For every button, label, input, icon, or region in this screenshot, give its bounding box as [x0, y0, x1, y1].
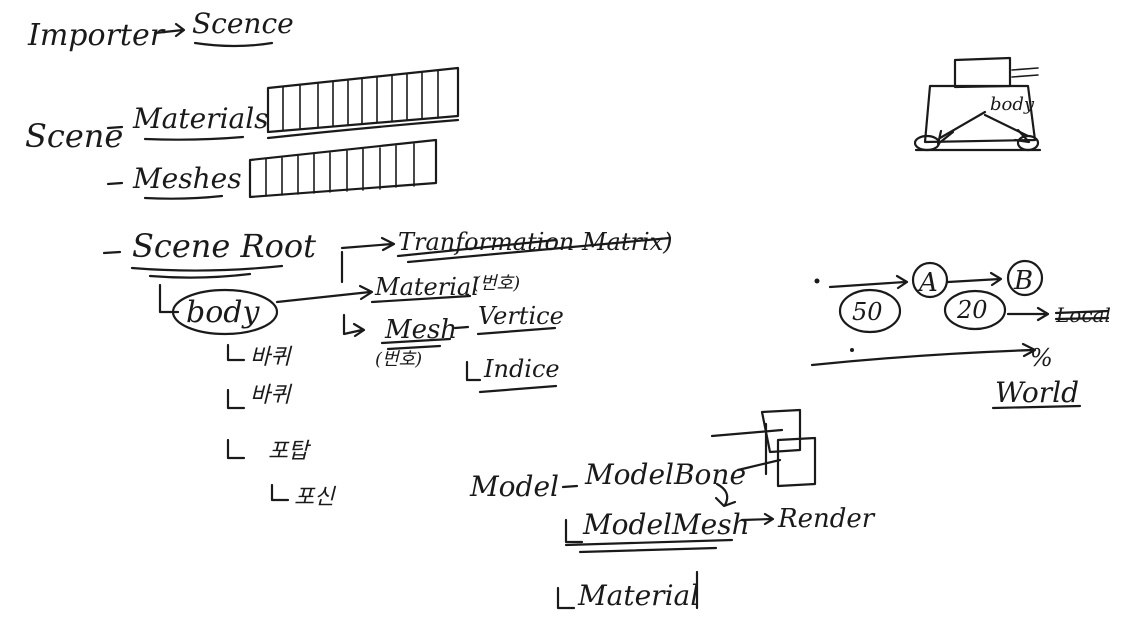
- vertice-label: Vertice: [478, 302, 564, 330]
- transform-chain: A B 50 20 Local % World: [810, 259, 1111, 410]
- scene-root-label: Scene Root: [132, 227, 316, 265]
- body-arrow: [275, 284, 374, 304]
- meshes-label: Meshes: [132, 162, 242, 195]
- model-mesh-underline: [564, 538, 734, 554]
- transformation-underline: [396, 236, 672, 264]
- indice-label: Indice: [483, 355, 560, 383]
- body-node: body: [171, 288, 279, 336]
- mesh-branch: [342, 313, 366, 338]
- tank-sketch: body: [913, 56, 1042, 152]
- local-scribble: [1054, 309, 1110, 321]
- value-20-label: 20: [956, 296, 988, 324]
- scene-label: Scene: [25, 117, 123, 155]
- child-node-3: 포탑: [226, 438, 311, 464]
- node-bracket: [340, 236, 396, 284]
- world-label: World: [995, 376, 1079, 409]
- indice-branch: [465, 360, 482, 382]
- meshes-underline: [143, 194, 224, 200]
- scene-title-underline: [193, 41, 274, 48]
- model-mesh-label: ModelMesh: [582, 508, 750, 541]
- child-1-label: 바퀴: [250, 345, 293, 370]
- materials-underline: [143, 135, 245, 141]
- body-label: body: [186, 295, 260, 330]
- mesh-index-label: (번호): [375, 349, 422, 370]
- child-node-1: 바퀴: [226, 343, 293, 370]
- dash: [561, 484, 579, 489]
- bone-curl-arrow: [714, 482, 737, 508]
- meshes-array: [248, 138, 438, 199]
- child-node-2: 바퀴: [226, 383, 293, 410]
- indice-underline: [478, 384, 558, 394]
- material-underline: [370, 294, 472, 304]
- model-label: Model: [469, 470, 559, 503]
- child-2-label: 바퀴: [250, 383, 293, 408]
- bone-hierarchy-sketch: [710, 408, 817, 488]
- dash: [106, 125, 124, 130]
- render-label: Render: [777, 504, 876, 534]
- model-material-label: Material: [577, 579, 699, 612]
- node-b-label: B: [1013, 266, 1033, 296]
- percent-label: %: [1030, 344, 1053, 372]
- world-underline: [991, 404, 1082, 410]
- importer-label: Importer: [27, 18, 166, 53]
- dash: [453, 325, 470, 330]
- tank-body-label: body: [990, 94, 1035, 115]
- arrow-right-icon: [153, 22, 186, 38]
- model-mesh-branch: [564, 518, 584, 544]
- dash: [106, 181, 124, 186]
- local-label: Local: [1055, 303, 1111, 327]
- child-4-label: 포신: [294, 485, 336, 510]
- scene-root-underline: [130, 264, 284, 279]
- child-3-label: 포탑: [268, 439, 311, 464]
- material-branch: [556, 586, 576, 610]
- value-50-label: 50: [852, 298, 883, 326]
- node-a-label: A: [917, 268, 938, 298]
- materials-array: [266, 66, 460, 140]
- material-index-label: (번호): [473, 273, 520, 294]
- arrow-right-icon: [740, 512, 775, 526]
- branch-connector: [158, 283, 180, 314]
- scene-title: Scence: [192, 7, 294, 40]
- child-node-4: 포신: [270, 483, 336, 510]
- vertice-underline: [476, 326, 557, 336]
- materials-label: Materials: [132, 102, 269, 135]
- dash: [102, 250, 122, 255]
- mesh-underline: [380, 337, 452, 351]
